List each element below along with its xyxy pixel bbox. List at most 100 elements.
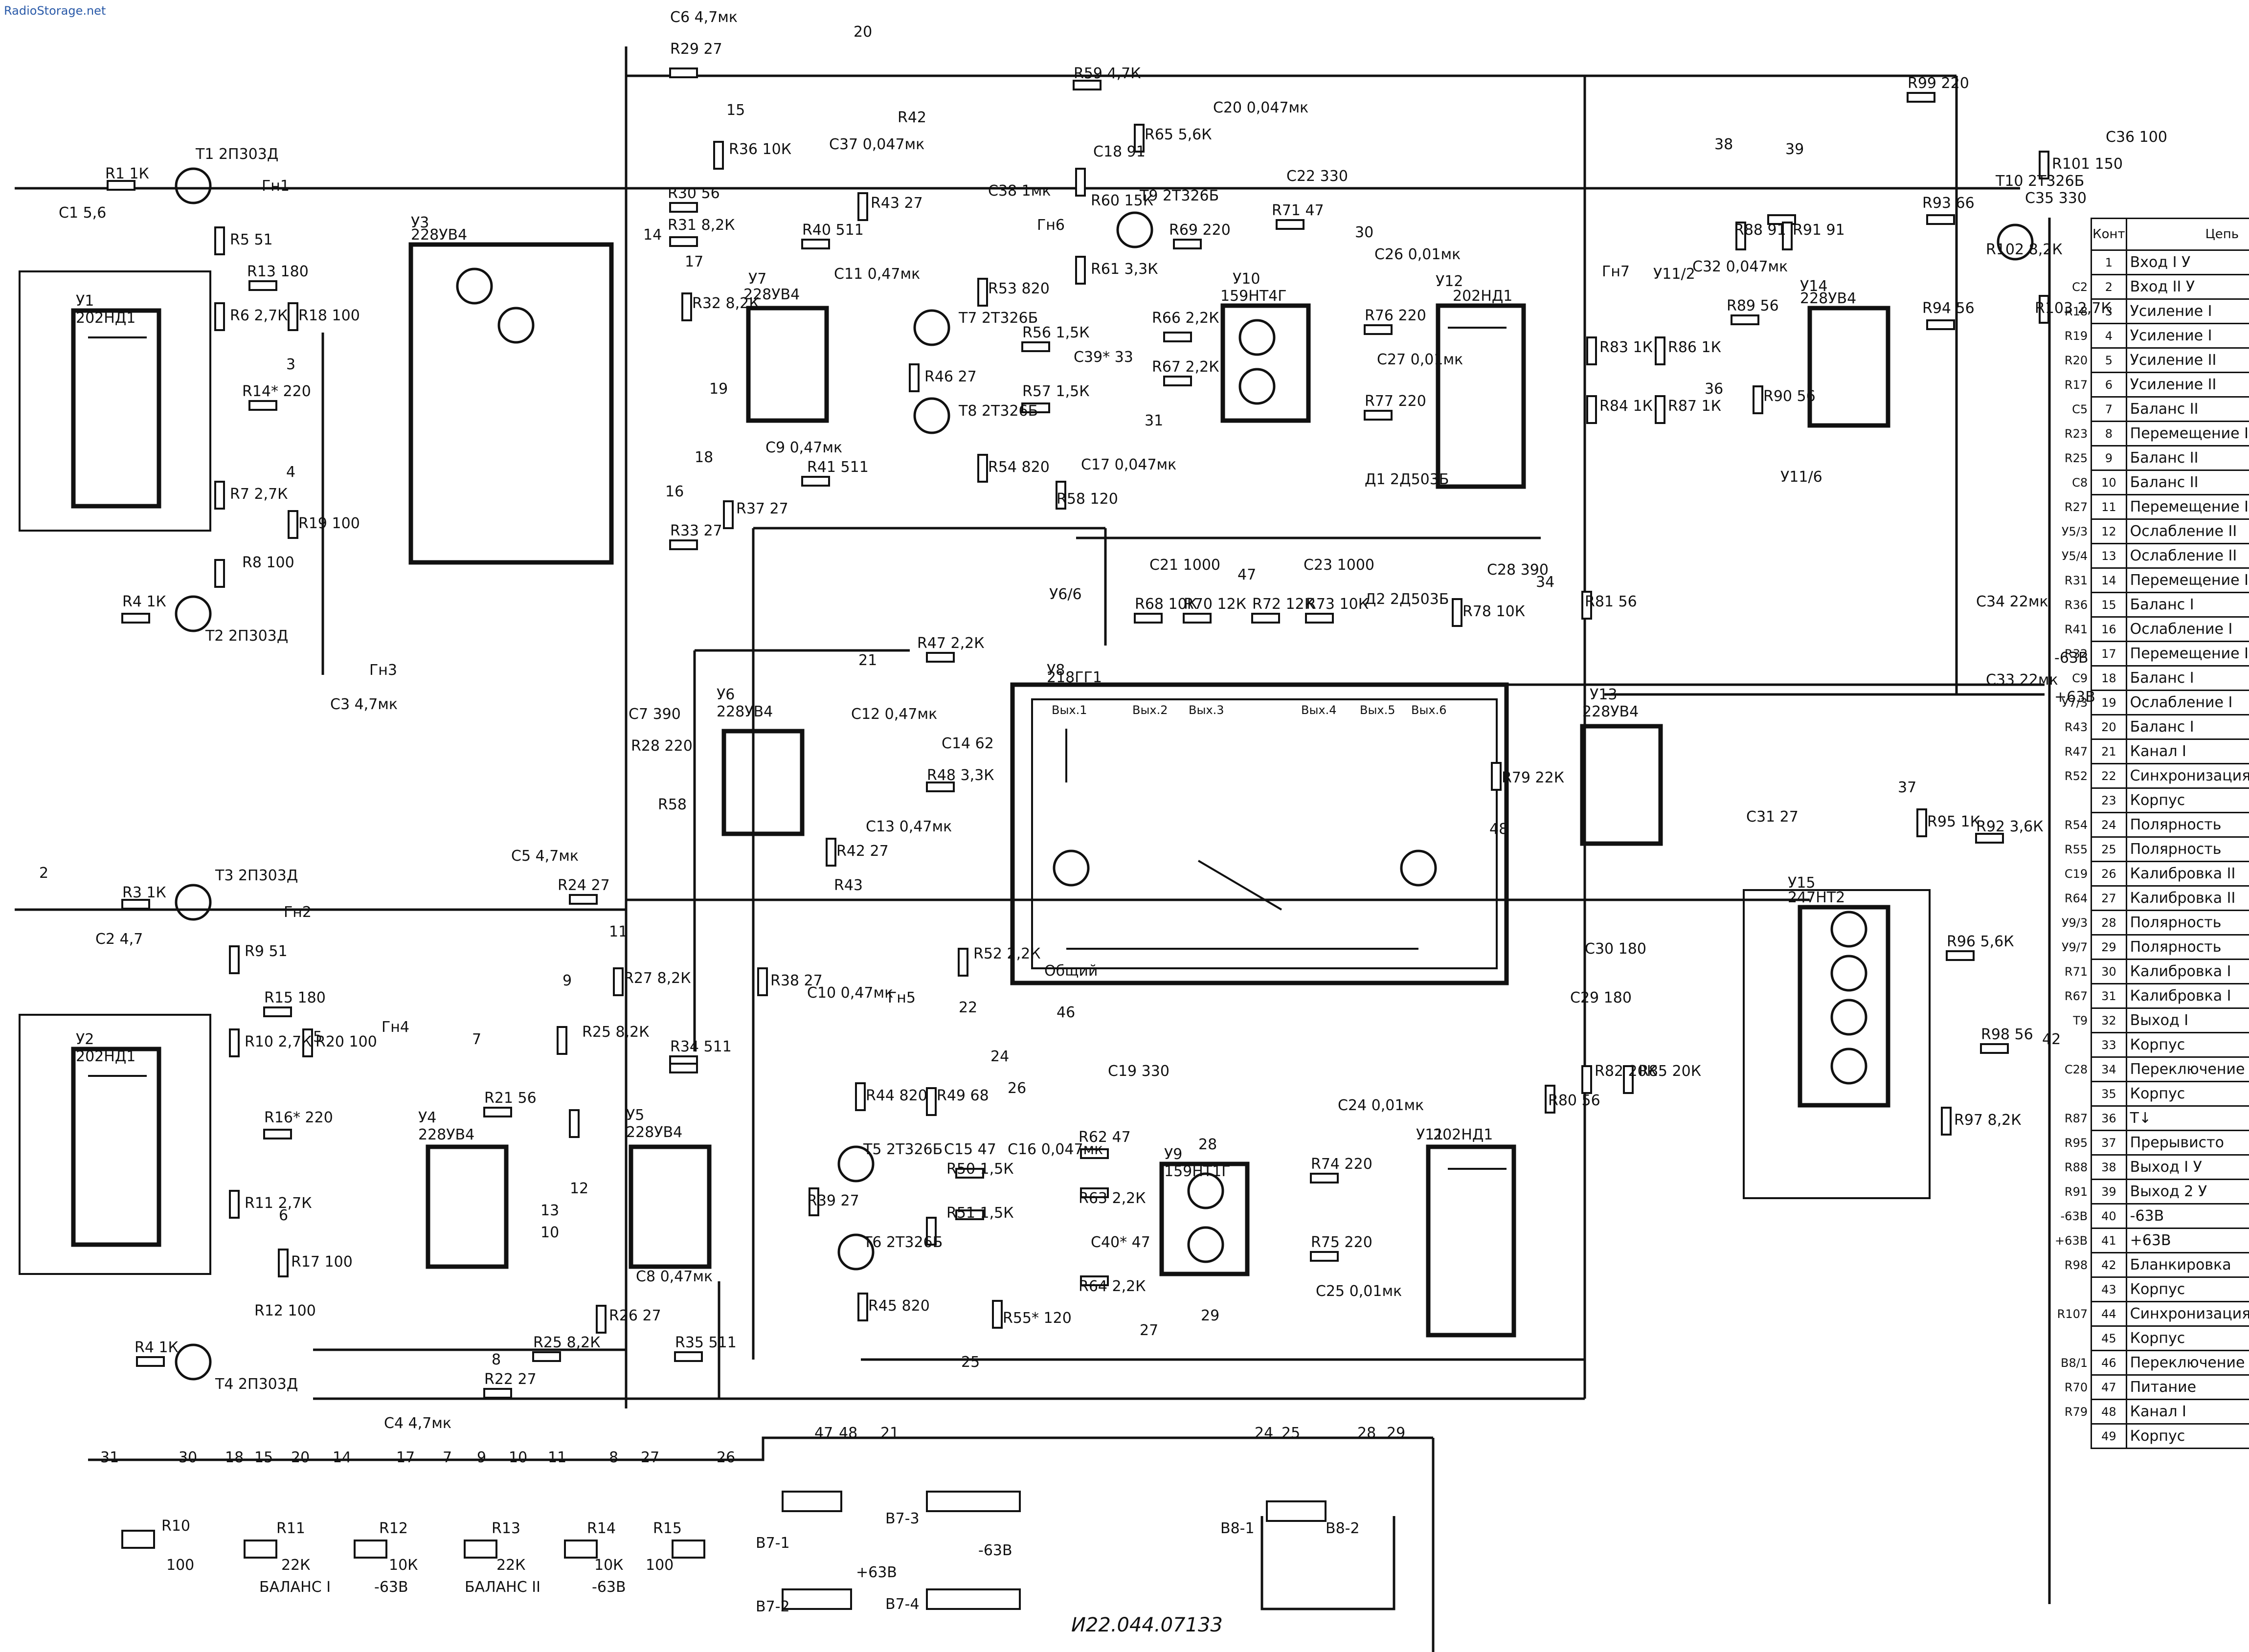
legend-circuit: Калибровка I: [2125, 959, 2249, 984]
label-r63: R63 2,2К: [1079, 1190, 1146, 1207]
net-47: 47: [1237, 566, 1256, 583]
label-r60: R60 15К: [1091, 192, 1153, 209]
label-r55: R55* 120: [1003, 1310, 1072, 1327]
label-c3: C3 4,7мк: [330, 696, 398, 713]
label-t6: Т6 2Т326Б: [863, 1234, 943, 1251]
label-r49: R49 68: [937, 1087, 989, 1104]
label-r13: R13 180: [247, 263, 309, 280]
label-r56: R56 1,5К: [1022, 324, 1090, 341]
legend-ref: R70: [2064, 1380, 2088, 1394]
legend-ref: R43: [2064, 720, 2088, 734]
legend-num: 25: [2091, 836, 2127, 862]
label-r29: R29 27: [670, 41, 722, 58]
pot-r12-name: R12: [379, 1520, 408, 1537]
net-34: 34: [1536, 574, 1554, 591]
chip-part: 159НТ4Г: [1220, 288, 1287, 305]
net-gn3: Гн3: [369, 662, 397, 679]
label-c26: C26 0,01мк: [1374, 246, 1461, 263]
legend-circuit: Синхронизация: [2125, 1301, 2249, 1327]
label-c32: C32 0,047мк: [1692, 258, 1788, 275]
u8-out-4: Вых.4: [1301, 703, 1337, 717]
chip-u6: У6 228УВ4: [717, 686, 805, 836]
legend-ref: -63B: [2060, 1209, 2088, 1223]
chip-part: 228УВ4: [717, 703, 773, 720]
label-c40: C40* 47: [1091, 1234, 1150, 1251]
legend-circuit: Полярность: [2125, 934, 2249, 960]
legend-circuit: Корпус: [2125, 787, 2249, 813]
pin-30: 30: [179, 1449, 197, 1466]
legend-circuit: T↓: [2125, 1105, 2249, 1131]
net-31: 31: [1145, 412, 1163, 429]
label-r45: R45 820: [868, 1297, 930, 1315]
net-gn5: Гн5: [888, 989, 916, 1006]
legend-num: 20: [2091, 714, 2127, 740]
legend-num: 31: [2091, 983, 2127, 1009]
legend-circuit: Баланс II: [2125, 445, 2249, 471]
legend-num: 24: [2091, 812, 2127, 838]
label-r48: R48 3,3К: [927, 767, 994, 784]
legend-circuit: Корпус: [2125, 1325, 2249, 1351]
label-r99: R99 220: [1908, 75, 1969, 92]
label-t10: Т10 2Т326Б: [1995, 173, 2084, 190]
label-r18: R18 100: [298, 307, 360, 324]
legend-ref: [2052, 1277, 2092, 1302]
label-r70: R70 12К: [1184, 596, 1246, 613]
legend-num: 35: [2091, 1081, 2127, 1107]
label-r102: R102 8,2К: [1986, 241, 2063, 258]
label-r12: R12 100: [254, 1302, 316, 1319]
net-48: 48: [1489, 821, 1508, 838]
label-r14: R14* 220: [242, 383, 311, 400]
legend-num: 46: [2091, 1350, 2127, 1376]
net-29: 29: [1201, 1307, 1219, 1324]
label-r24: R24 27: [558, 877, 610, 894]
legend-num: 10: [2091, 469, 2127, 495]
legend-ref: C19: [2064, 867, 2088, 881]
label-r27: R27 8,2К: [624, 970, 691, 987]
u8-out-5: Вых.5: [1360, 703, 1395, 717]
chip-u15: У15 247НТ2: [1743, 874, 1931, 1199]
label-c39: C39* 33: [1074, 349, 1133, 366]
net-14: 14: [643, 226, 662, 244]
legend-circuit: -63В: [2125, 1203, 2249, 1229]
legend-ref: [2052, 250, 2092, 275]
legend-num: 33: [2091, 1032, 2127, 1058]
label-r79: R79 22К: [1502, 769, 1564, 786]
legend-num: 17: [2091, 641, 2127, 667]
net-10: 10: [540, 1224, 559, 1241]
label-r82: R82 20К: [1595, 1063, 1657, 1080]
label-c24: C24 0,01мк: [1338, 1097, 1424, 1114]
label-c19: C19 330: [1108, 1063, 1169, 1080]
label-c4: C4 4,7мк: [384, 1415, 451, 1432]
legend-circuit: Перемещение I: [2125, 567, 2249, 593]
chip-u3: У3 228УВ4: [408, 214, 614, 565]
chip-part: 247НТ2: [1788, 889, 1845, 906]
legend-circuit: Переключение питания: [2125, 1350, 2249, 1376]
chip-part: 202НД1: [76, 310, 135, 327]
net-gn2: Гн2: [284, 904, 312, 921]
chip-u1: У1 202НД1: [19, 270, 211, 532]
label-r93: R93 66: [1922, 195, 1975, 212]
label-r1: R1 1К: [105, 165, 149, 182]
label-r28: R28 220: [631, 737, 693, 755]
label-c2: C2 4,7: [95, 931, 143, 948]
legend-circuit: Калибровка II: [2125, 885, 2249, 911]
supply-r14: -63В: [592, 1579, 626, 1596]
label-r87: R87 1К: [1668, 398, 1721, 415]
net-3: 3: [286, 356, 295, 373]
label-r71: R71 47: [1272, 202, 1324, 219]
pot-r13-name: R13: [492, 1520, 520, 1537]
sw-pin-21: 21: [880, 1425, 899, 1442]
label-c35: C35 330: [2025, 190, 2087, 207]
legend-circuit: Выход I У: [2125, 1154, 2249, 1180]
label-c9: C9 0,47мк: [765, 439, 842, 456]
legend-circuit: Корпус: [2125, 1423, 2249, 1449]
legend-circuit: Калибровка I: [2125, 983, 2249, 1009]
